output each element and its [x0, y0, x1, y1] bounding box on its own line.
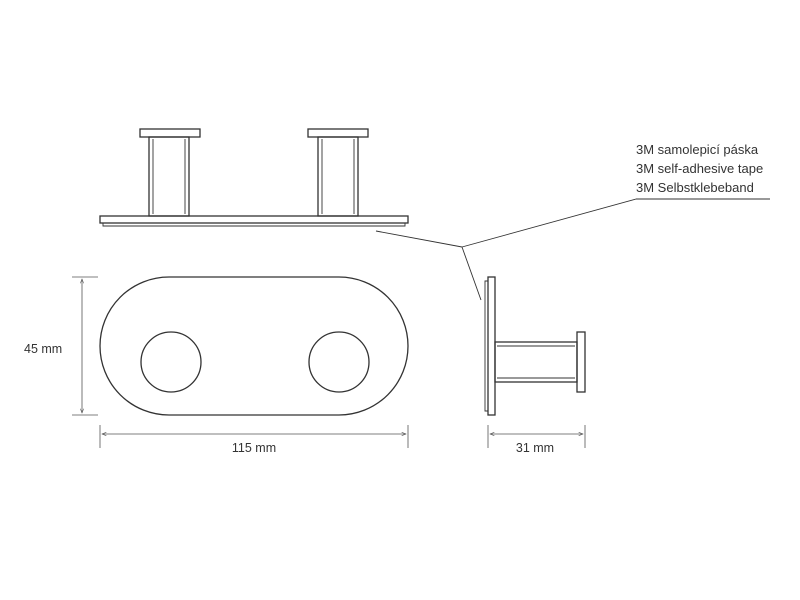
depth-dimension [487, 425, 586, 448]
base-plate-side [487, 276, 496, 416]
side-view [484, 276, 586, 416]
tape-label-de: 3M Selbstklebeband [636, 180, 754, 195]
base-plate-top [99, 215, 409, 224]
left-hook-top [139, 128, 201, 217]
left-hook-circle [140, 331, 202, 393]
front-view [99, 276, 409, 416]
width-label: 115 mm [232, 441, 276, 455]
adhesive-tape-top [102, 223, 406, 227]
height-label: 45 mm [24, 342, 62, 356]
tape-label-cs: 3M samolepicí páska [636, 142, 759, 157]
base-plate-front [99, 276, 409, 416]
hook-cap-side [576, 331, 586, 393]
hook-stem-side [494, 341, 578, 383]
depth-label: 31 mm [516, 441, 554, 455]
height-dimension [72, 276, 98, 416]
tape-label-en: 3M self-adhesive tape [636, 161, 763, 176]
top-view [99, 128, 409, 227]
right-hook-top [307, 128, 369, 217]
right-hook-circle [308, 331, 370, 393]
adhesive-tape-side [484, 280, 488, 412]
tape-leader [375, 198, 770, 301]
width-dimension [99, 425, 409, 448]
